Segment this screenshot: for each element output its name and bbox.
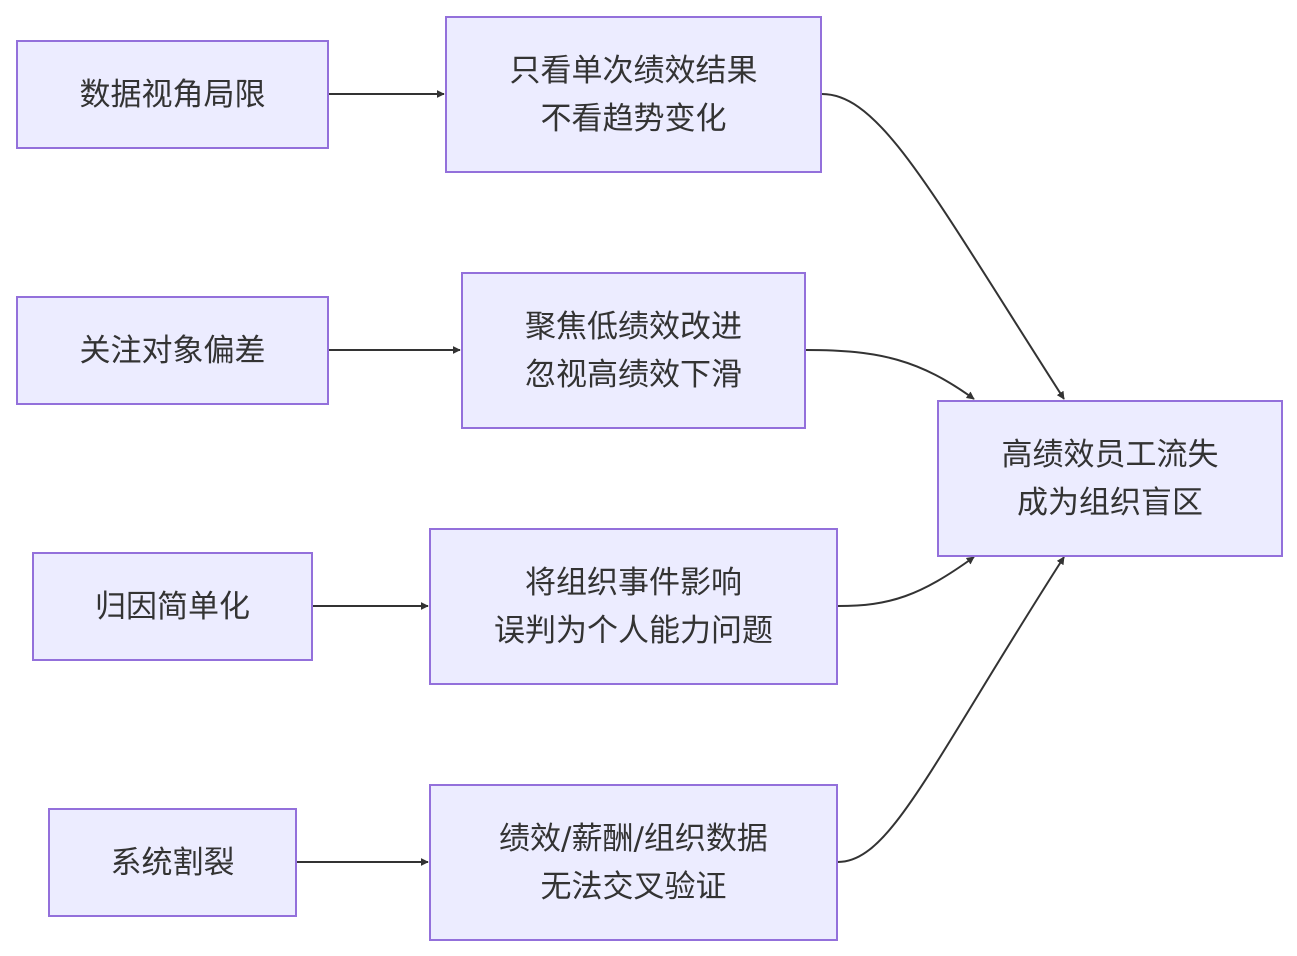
node-label-line-1: 将组织事件影响 — [525, 564, 742, 601]
node-attribution-simplification: 归因简单化 — [32, 552, 313, 661]
node-label-line-1: 聚焦低绩效改进 — [525, 308, 742, 345]
node-label: 归因简单化 — [95, 588, 250, 625]
node-label-line-2: 忽视高绩效下滑 — [525, 356, 742, 393]
node-data-perspective-limit: 数据视角局限 — [16, 40, 329, 149]
node-focus-bias: 关注对象偏差 — [16, 296, 329, 405]
node-misattribution: 将组织事件影响 误判为个人能力问题 — [429, 528, 838, 685]
node-label-line-2: 误判为个人能力问题 — [494, 612, 773, 649]
node-system-fragmentation: 系统割裂 — [48, 808, 297, 917]
node-no-cross-validation: 绩效/薪酬/组织数据 无法交叉验证 — [429, 784, 838, 941]
edge-effect-2-to-result — [805, 349, 975, 400]
node-high-performer-attrition: 高绩效员工流失 成为组织盲区 — [937, 400, 1283, 557]
node-label-line-2: 成为组织盲区 — [1017, 484, 1203, 521]
node-label-line-2: 无法交叉验证 — [540, 868, 727, 905]
node-label-line-1: 高绩效员工流失 — [1001, 436, 1219, 473]
edge-effect-3-to-result — [837, 556, 975, 607]
node-label-line-2: 不看趋势变化 — [540, 100, 727, 137]
node-low-performer-focus: 聚焦低绩效改进 忽视高绩效下滑 — [461, 272, 806, 429]
node-single-result-view: 只看单次绩效结果 不看趋势变化 — [445, 16, 822, 173]
node-label: 数据视角局限 — [79, 76, 266, 113]
node-label-line-1: 绩效/薪酬/组织数据 — [499, 820, 768, 857]
node-label-line-1: 只看单次绩效结果 — [509, 52, 758, 89]
edge-effect-1-to-result — [821, 93, 1065, 400]
node-label: 关注对象偏差 — [79, 332, 266, 369]
edge-effect-4-to-result — [837, 556, 1065, 863]
node-label: 系统割裂 — [110, 844, 235, 881]
